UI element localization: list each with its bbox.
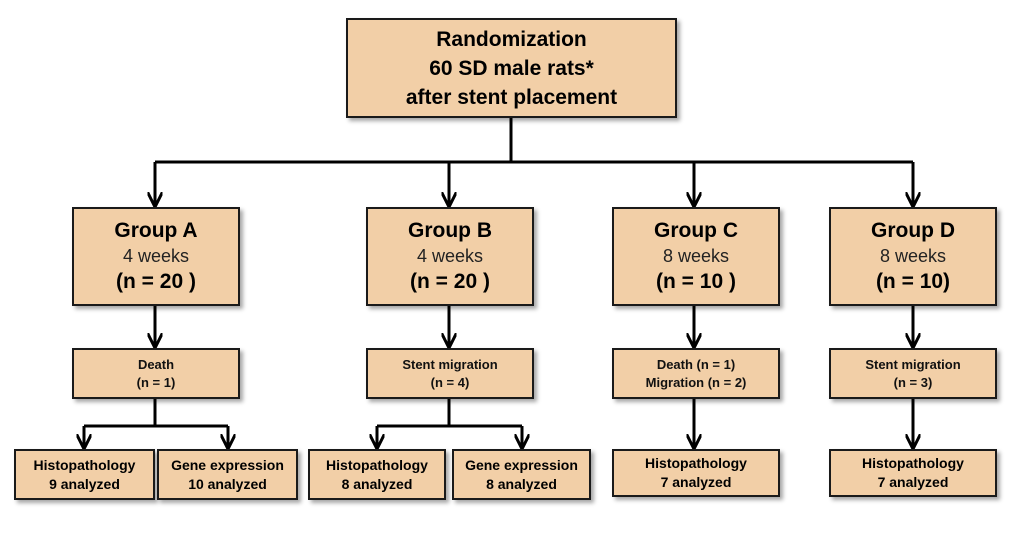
group-a-histopathology-box: Histopathology 9 analyzed <box>14 449 155 500</box>
group-name: Group B <box>408 218 492 242</box>
root-subjects: 60 SD male rats* <box>429 56 594 80</box>
leaf-title: Histopathology <box>326 456 428 473</box>
event-line: Stent migration <box>402 356 498 372</box>
leaf-title: Histopathology <box>862 455 964 471</box>
leaf-count: 7 analyzed <box>660 474 732 490</box>
group-duration: 4 weeks <box>416 245 484 266</box>
group-b-event-box: Stent migration (n = 4) <box>366 348 534 399</box>
group-d-box: Group D 8 weeks (n = 10) <box>829 207 997 306</box>
group-a-gene-expression-box: Gene expression 10 analyzed <box>157 449 298 500</box>
group-duration: 4 weeks <box>122 245 190 266</box>
event-line: (n = 3) <box>893 374 933 390</box>
group-d-histopathology-box: Histopathology 7 analyzed <box>829 449 997 497</box>
leaf-count: 8 analyzed <box>486 475 557 492</box>
root-condition: after stent placement <box>405 85 618 109</box>
leaf-count: 10 analyzed <box>188 475 267 492</box>
group-count: (n = 20 ) <box>116 269 196 293</box>
group-duration: 8 weeks <box>879 245 947 266</box>
group-b-histopathology-box: Histopathology 8 analyzed <box>308 449 446 500</box>
group-c-event-box: Death (n = 1) Migration (n = 2) <box>612 348 780 399</box>
leaf-count: 9 analyzed <box>49 475 120 492</box>
group-count: (n = 10) <box>875 269 951 293</box>
group-name: Group D <box>871 218 955 242</box>
group-count: (n = 20 ) <box>410 269 490 293</box>
event-line: Stent migration <box>865 356 961 372</box>
group-b-box: Group B 4 weeks (n = 20 ) <box>366 207 534 306</box>
group-duration: 8 weeks <box>662 245 730 266</box>
event-line: (n = 1) <box>136 374 176 390</box>
leaf-title: Histopathology <box>33 456 136 473</box>
leaf-title: Gene expression <box>171 456 284 473</box>
group-c-histopathology-box: Histopathology 7 analyzed <box>612 449 780 497</box>
root-title: Randomization <box>436 27 587 51</box>
event-line: Death (n = 1) <box>656 356 736 372</box>
group-name: Group C <box>654 218 738 242</box>
leaf-title: Histopathology <box>645 455 747 471</box>
group-c-box: Group C 8 weeks (n = 10 ) <box>612 207 780 306</box>
group-a-box: Group A 4 weeks (n = 20 ) <box>72 207 240 306</box>
randomization-box: Randomization 60 SD male rats* after ste… <box>346 18 677 118</box>
leaf-count: 8 analyzed <box>341 475 413 492</box>
group-count: (n = 10 ) <box>656 269 736 293</box>
event-line: (n = 4) <box>430 374 470 390</box>
leaf-count: 7 analyzed <box>877 474 949 490</box>
event-line: Death <box>137 356 175 372</box>
group-a-event-box: Death (n = 1) <box>72 348 240 399</box>
group-d-event-box: Stent migration (n = 3) <box>829 348 997 399</box>
group-b-gene-expression-box: Gene expression 8 analyzed <box>452 449 591 500</box>
leaf-title: Gene expression <box>465 456 578 473</box>
event-line: Migration (n = 2) <box>645 374 747 390</box>
group-name: Group A <box>114 218 198 242</box>
